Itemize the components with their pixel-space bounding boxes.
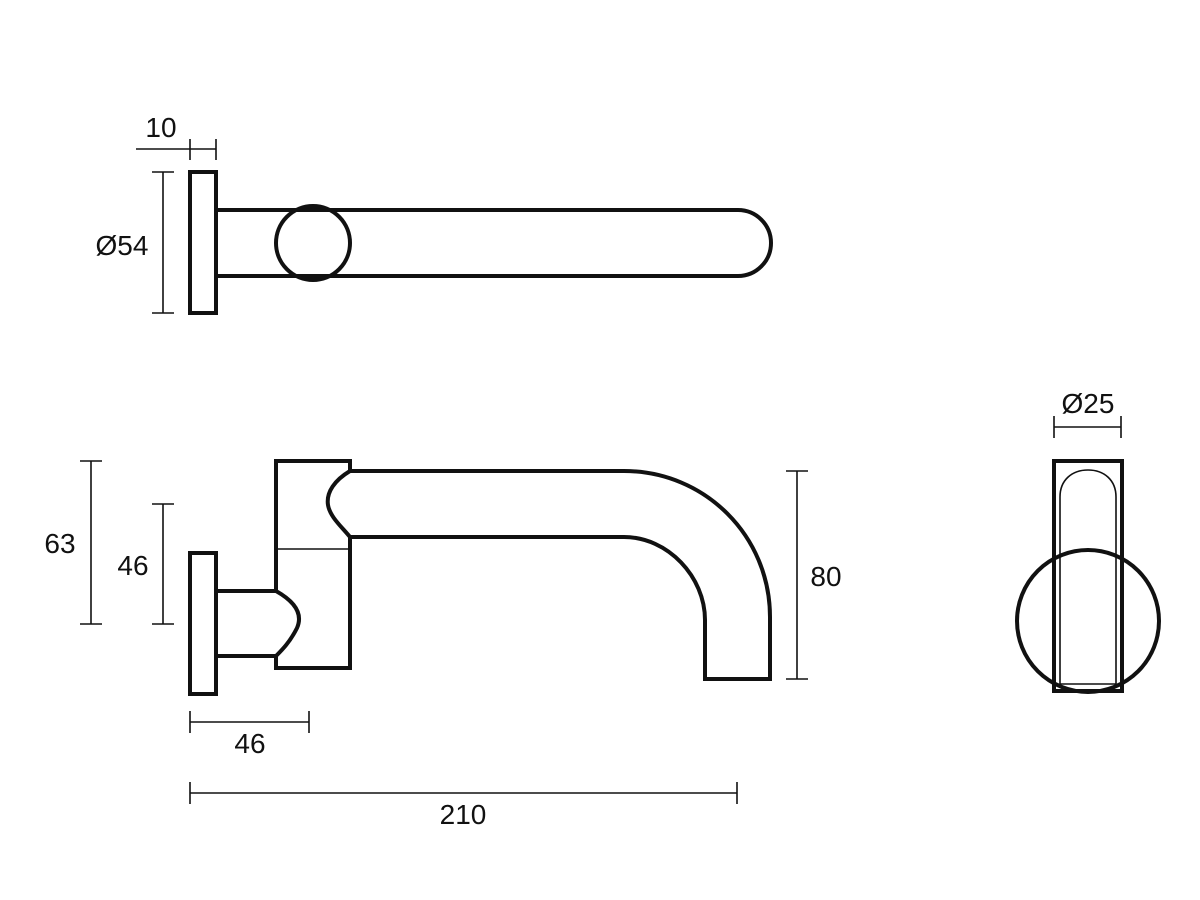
- side-view-spout-joint: [325, 469, 352, 539]
- top-view-wall-plate: [188, 170, 218, 315]
- dim-46h-label: 46: [234, 728, 265, 759]
- dim-63-label: 63: [44, 528, 75, 559]
- dim-46v-label: 46: [117, 550, 148, 581]
- top-view-spout-body: [216, 208, 773, 278]
- top-view: 10 Ø54: [96, 112, 773, 315]
- side-view: 63 46 80 46 210: [44, 459, 842, 830]
- dim-80-label: 80: [810, 561, 841, 592]
- front-view-spout-outline: [1052, 459, 1124, 693]
- side-view-stem-curve: [274, 589, 301, 658]
- dim-210-label: 210: [440, 799, 487, 830]
- front-view-spout-inner: [1059, 469, 1117, 684]
- dim-10-label: 10: [145, 112, 176, 143]
- dim-54-label: Ø54: [96, 230, 149, 261]
- side-view-spout-arm: [350, 469, 772, 681]
- side-view-wall-plate: [188, 551, 218, 696]
- top-view-handle: [274, 204, 352, 282]
- front-view-wall-plate: [1015, 548, 1161, 694]
- front-view: Ø25: [1015, 388, 1161, 694]
- dim-25-label: Ø25: [1062, 388, 1115, 419]
- side-view-body: [274, 459, 352, 670]
